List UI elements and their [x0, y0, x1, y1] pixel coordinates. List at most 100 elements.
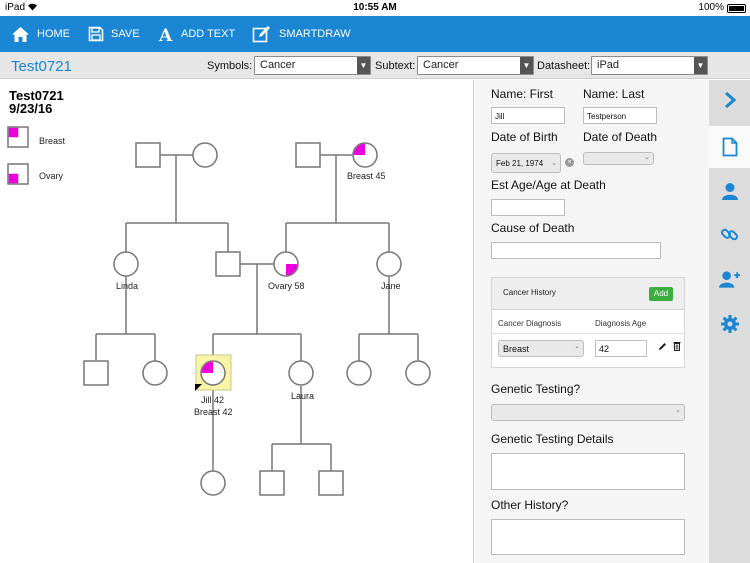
symbols-select[interactable]: Cancer ▼ — [254, 56, 371, 75]
symbols-value: Cancer — [260, 59, 296, 71]
first-name-input[interactable]: Jill — [491, 107, 565, 124]
person-cousin-male[interactable] — [83, 360, 109, 386]
cancer-diagnosis-value: Breast — [503, 344, 530, 354]
trash-icon[interactable] — [673, 341, 681, 351]
datasheet-label: Datasheet: — [537, 60, 591, 72]
dob-label: Date of Birth — [491, 130, 558, 144]
diagnosis-age-input[interactable]: 42 — [595, 340, 647, 357]
device-label: iPad — [5, 2, 26, 13]
genetic-details-label: Genetic Testing Details — [491, 432, 614, 446]
jill-breast-fill — [201, 361, 213, 373]
person-jane-child-2[interactable] — [405, 360, 431, 386]
right-sidebar — [709, 80, 750, 563]
label-mother: Ovary 58 — [268, 281, 305, 291]
add-text-button[interactable]: A ADD TEXT — [158, 16, 235, 52]
person-laura[interactable] — [288, 360, 314, 386]
dob-picker[interactable]: Feb 21, 1974 ⌄ — [491, 153, 561, 173]
genetic-testing-select[interactable]: ⌄ — [491, 404, 685, 421]
label-maternal-grandmother: Breast 45 — [347, 171, 386, 181]
last-name-input[interactable]: Testperson — [583, 107, 657, 124]
person-paternal-grandmother[interactable] — [192, 142, 218, 168]
pedigree-name: Test0721 — [9, 88, 64, 103]
save-button[interactable]: SAVE — [88, 16, 140, 52]
home-button[interactable]: HOME — [11, 16, 70, 52]
symbols-label: Symbols: — [207, 60, 253, 72]
home-icon — [12, 26, 29, 42]
person-father[interactable] — [215, 251, 241, 277]
datasheet-value: iPad — [597, 59, 620, 71]
genetic-details-textarea[interactable] — [491, 453, 685, 490]
person-jill-child[interactable] — [200, 470, 226, 496]
floppy-disk-icon — [88, 26, 104, 42]
legend-ovary-label: Ovary — [39, 171, 64, 181]
clear-dob-icon[interactable]: × — [565, 158, 574, 167]
cause-of-death-input[interactable] — [491, 242, 661, 259]
pedigree-canvas[interactable]: Test0721 9/23/16 — [0, 80, 474, 563]
document-icon[interactable] — [719, 136, 740, 157]
first-name-label: Name: First — [491, 87, 554, 101]
subtext-label: Subtext: — [375, 60, 416, 72]
add-user-icon[interactable] — [719, 268, 740, 289]
wifi-icon — [27, 2, 38, 13]
subtext-select[interactable]: Cancer ▼ — [417, 56, 534, 75]
dod-picker[interactable]: ⌄ — [583, 152, 654, 165]
person-details-panel: Name: First Jill Name: Last Testperson D… — [475, 80, 709, 563]
label-jill: Jill 42 — [201, 395, 225, 405]
subtext-value: Cancer — [423, 59, 459, 71]
link-icon[interactable] — [719, 224, 740, 245]
person-paternal-grandfather[interactable] — [135, 142, 161, 168]
cancer-history-header: Cancer History Add — [492, 278, 684, 310]
document-title[interactable]: Test0721 — [11, 58, 72, 75]
label-linda: Linda — [116, 281, 139, 291]
dob-value: Feb 21, 1974 — [496, 159, 544, 168]
proband-arrow-icon — [195, 384, 202, 391]
label-jane: Jane — [381, 281, 401, 291]
home-label: HOME — [37, 28, 70, 40]
chevron-down-icon: ▼ — [357, 57, 370, 74]
other-history-textarea[interactable] — [491, 519, 685, 555]
clock: 10:55 AM — [353, 2, 397, 13]
label-jill-cancer: Breast 42 — [194, 407, 233, 417]
person-jane-child-1[interactable] — [346, 360, 372, 386]
label-laura: Laura — [291, 391, 315, 401]
datasheet-select[interactable]: iPad ▼ — [591, 56, 708, 75]
person-laura-son-2[interactable] — [318, 470, 344, 496]
status-bar: iPad 10:55 AM 100% — [0, 0, 750, 16]
selected-tab-highlight — [709, 126, 750, 168]
legend-ovary-fill — [8, 173, 19, 184]
person-linda[interactable] — [113, 251, 139, 277]
user-icon[interactable] — [719, 180, 740, 201]
chevron-down-icon: ▼ — [520, 57, 533, 74]
options-bar: Test0721 Symbols: Cancer ▼ Subtext: Canc… — [0, 52, 750, 79]
gear-icon[interactable] — [719, 313, 740, 334]
pencil-edit-icon — [252, 26, 270, 43]
mother-ovary-fill — [286, 264, 298, 276]
chevron-right-icon[interactable] — [719, 89, 740, 110]
smartdraw-label: SMARTDRAW — [279, 28, 351, 40]
est-age-label: Est Age/Age at Death — [491, 178, 606, 192]
cancer-diagnosis-select[interactable]: Breast ⌄ — [498, 340, 584, 357]
battery-icon — [727, 4, 746, 13]
genetic-testing-label: Genetic Testing? — [491, 382, 581, 396]
pedigree-diagram — [7, 126, 431, 496]
last-name-label: Name: Last — [583, 87, 645, 101]
est-age-input[interactable] — [491, 199, 565, 216]
save-label: SAVE — [111, 28, 140, 40]
legend-breast-fill — [8, 127, 19, 138]
divider — [492, 333, 684, 334]
add-cancer-button[interactable]: Add — [649, 287, 673, 301]
person-maternal-grandfather[interactable] — [295, 142, 321, 168]
legend-breast-label: Breast — [39, 136, 66, 146]
chevron-down-icon: ⌄ — [551, 160, 557, 167]
person-jane[interactable] — [376, 251, 402, 277]
person-laura-son-1[interactable] — [259, 470, 285, 496]
diagnosis-age-header: Diagnosis Age — [595, 319, 647, 328]
smartdraw-button[interactable]: SMARTDRAW — [252, 16, 351, 52]
pencil-icon[interactable] — [658, 342, 667, 351]
person-cousin-female[interactable] — [142, 360, 168, 386]
cancer-history-title: Cancer History — [503, 288, 556, 297]
chevron-down-icon: ▼ — [694, 57, 707, 74]
dod-label: Date of Death — [583, 130, 658, 144]
cause-of-death-label: Cause of Death — [491, 221, 575, 235]
chevron-down-icon: ⌄ — [644, 154, 650, 161]
